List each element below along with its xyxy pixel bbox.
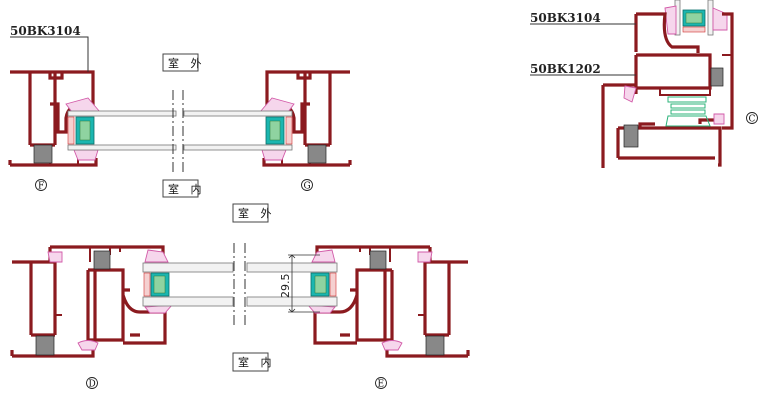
marker-c: C: [746, 112, 758, 125]
marker-g: G: [301, 179, 313, 192]
section-c: [601, 0, 734, 168]
part-label-50bk1202: 50BK1202: [530, 62, 601, 76]
svg-text:F: F: [38, 182, 44, 192]
outdoor-label-top: 室 外: [162, 53, 206, 72]
leader-line: [10, 36, 89, 72]
svg-text:室 外: 室 外: [168, 56, 206, 70]
svg-text:G: G: [304, 182, 311, 192]
marker-f: F: [35, 179, 47, 192]
indoor-label-bottom: 室 内: [232, 352, 276, 372]
section-e: [245, 245, 470, 358]
part-label-50bk3104: 50BK3104: [10, 24, 81, 38]
svg-text:29.5: 29.5: [279, 274, 292, 299]
svg-text:室 外: 室 外: [238, 206, 276, 220]
svg-text:E: E: [378, 380, 385, 390]
svg-text:室 内: 室 内: [168, 182, 206, 196]
marker-d: D: [86, 377, 98, 390]
part-label-50bk3104-c: 50BK3104: [530, 11, 601, 25]
section-g: [182, 70, 352, 167]
svg-text:D: D: [89, 380, 96, 390]
svg-text:C: C: [749, 115, 756, 125]
section-f: [8, 70, 178, 167]
indoor-label-top: 室 内: [162, 179, 206, 198]
glass-thickness-dimension: 29.5: [279, 254, 320, 313]
marker-e: E: [375, 377, 387, 390]
svg-text:室 内: 室 内: [238, 355, 276, 369]
outdoor-label-bottom: 室 外: [232, 203, 276, 223]
section-d: [10, 245, 235, 358]
